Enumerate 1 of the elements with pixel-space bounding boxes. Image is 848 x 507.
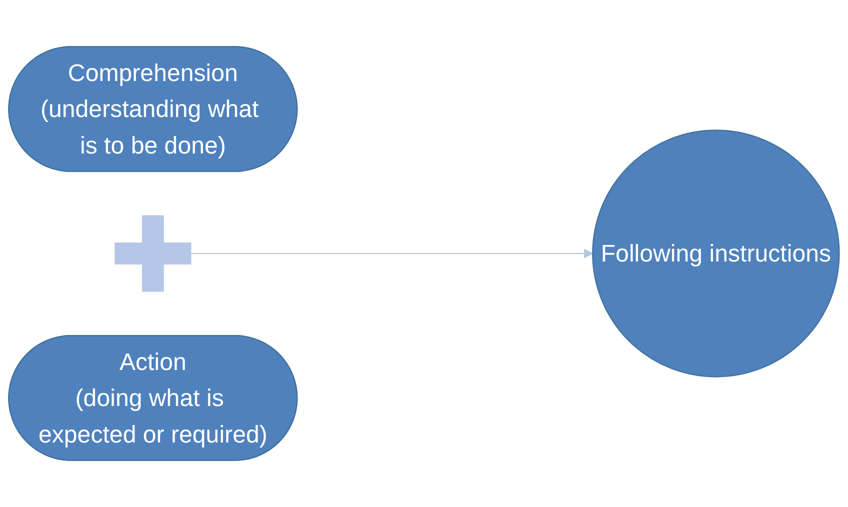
node-circle: Following instructions	[592, 130, 840, 378]
